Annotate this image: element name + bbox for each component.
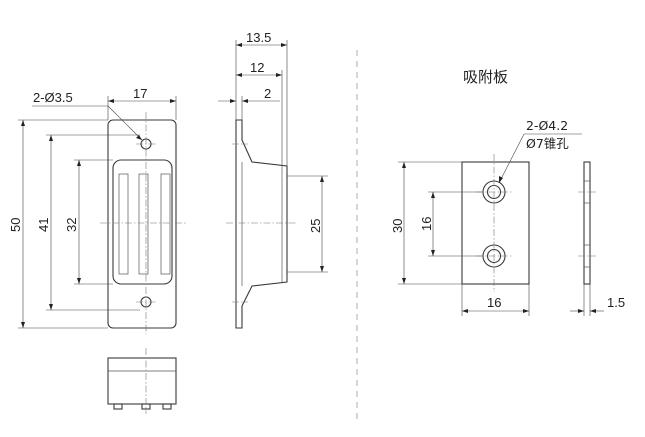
hole-spec-b: 2-Ø4.2	[526, 118, 568, 133]
dim-depth-12: 12	[250, 60, 264, 75]
strike-plate-outline	[461, 161, 530, 285]
dim-pitch-16: 16	[419, 217, 434, 231]
strike-plate-title: 吸附板	[463, 68, 508, 86]
front-view-dimensions: 17 2-Ø3.5 50 41 32	[8, 86, 177, 329]
strike-plate-dimensions: 2-Ø4.2 Ø7锥孔 30 16 16	[390, 118, 582, 316]
slot-right	[160, 173, 171, 275]
side-view-dimensions: 13.5 12 2 25	[218, 30, 328, 273]
dim-height-50: 50	[8, 218, 23, 232]
hole-spec-a: 2-Ø3.5	[33, 90, 73, 105]
strike-plate-side-outline	[583, 161, 591, 285]
slot-left	[118, 173, 129, 275]
dim-flange-2: 2	[264, 86, 271, 101]
dim-height-25: 25	[308, 219, 323, 233]
dim-height-32: 32	[64, 218, 79, 232]
strike-plate-side: 1.5	[570, 161, 625, 316]
bottom-view-outline	[107, 357, 177, 405]
front-view	[100, 112, 186, 334]
slot-center	[138, 173, 149, 275]
dim-height-41: 41	[36, 218, 51, 232]
front-view-outline	[107, 119, 177, 329]
side-view	[226, 119, 296, 329]
strike-plate-front	[461, 154, 530, 292]
magnet-housing	[112, 159, 173, 285]
dim-depth-13-5: 13.5	[246, 30, 271, 45]
countersink-spec: Ø7锥孔	[526, 136, 569, 151]
dim-thickness-1-5: 1.5	[607, 295, 625, 310]
dim-width-16: 16	[487, 295, 501, 310]
bottom-view	[107, 348, 177, 414]
dim-height-30: 30	[390, 219, 405, 233]
side-view-outline	[235, 119, 288, 329]
dim-width-17: 17	[133, 86, 147, 101]
countersink-bottom-inner	[486, 248, 502, 264]
